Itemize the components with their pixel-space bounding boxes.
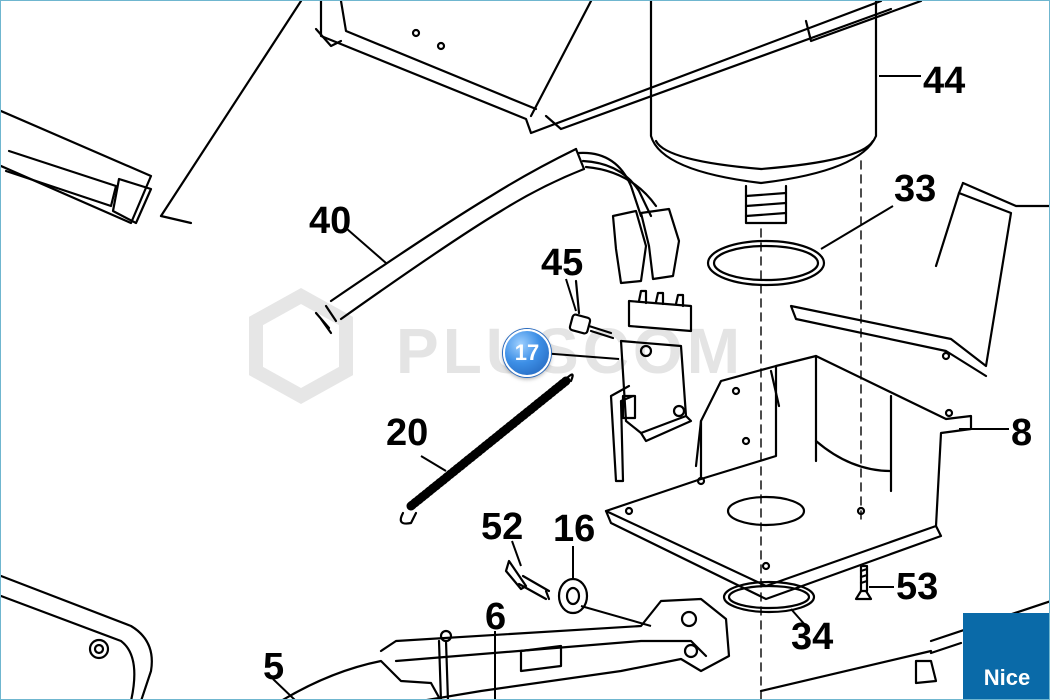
callout-33: 33	[894, 168, 936, 210]
plate-bracket	[789, 181, 1049, 378]
callout-6: 6	[485, 596, 506, 638]
brand-name: Nice	[983, 665, 1031, 690]
motor-44	[649, 1, 878, 699]
callout-45: 45	[541, 242, 583, 284]
brand-logo: Nice	[963, 613, 1049, 699]
o-ring-34	[722, 580, 816, 614]
washer-16	[557, 577, 589, 615]
lower-housing	[1, 574, 1049, 699]
screw-45	[568, 279, 615, 340]
callout-5: 5	[263, 646, 284, 688]
microswitch-17	[609, 289, 693, 483]
base-bracket-8	[604, 354, 973, 601]
screw-53	[854, 564, 873, 601]
housing-cover	[1, 1, 923, 225]
callout-40: 40	[309, 200, 351, 242]
spring-20	[399, 373, 574, 525]
callout-20: 20	[386, 412, 428, 454]
callout-53: 53	[896, 566, 938, 608]
o-ring-33	[706, 239, 826, 287]
callout-labels: 44 33 40 45 20 8 52 16 53 6 34 5	[263, 60, 1032, 688]
screw-52	[504, 559, 551, 601]
leader-lines	[272, 75, 1009, 699]
lever-arm-6	[282, 597, 731, 699]
callout-44: 44	[923, 60, 965, 102]
cable-40	[314, 147, 681, 335]
callout-16: 16	[553, 508, 595, 550]
callout-52: 52	[481, 506, 523, 548]
callout-8: 8	[1011, 412, 1032, 454]
selected-part-badge-17[interactable]: 17	[503, 329, 551, 377]
callout-34: 34	[791, 616, 833, 658]
